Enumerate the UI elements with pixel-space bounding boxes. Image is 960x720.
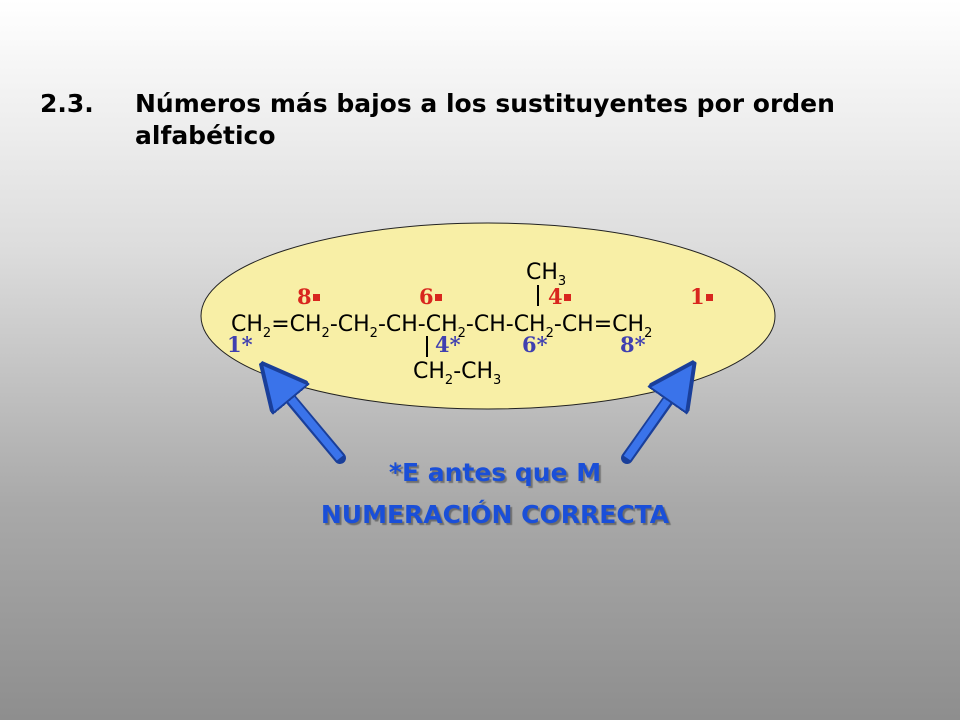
ethyl-branch: CH2-CH3 — [413, 359, 501, 388]
red-number-6: 6 — [419, 284, 434, 309]
subscript: 3 — [493, 373, 501, 388]
main-chain-formula: CH2=CH2-CH2-CH-CH2-CH-CH2-CH=CH2 — [231, 312, 652, 341]
red-numbering: 8 6 4 1 — [297, 284, 713, 309]
red-number-8: 8 — [297, 284, 312, 309]
formula-segment: -CH=CH — [554, 312, 644, 337]
right-arrow-fill — [623, 381, 681, 461]
highlight-ellipse — [200, 222, 776, 410]
left-arrow-fill — [276, 381, 344, 461]
formula-segment: CH — [526, 260, 558, 285]
blue-number-1: 1* — [227, 332, 253, 357]
blue-numbering: 1* 4* 6* 8* — [227, 332, 646, 357]
red-square-marker — [706, 294, 713, 301]
formula-segment: -CH — [453, 359, 493, 384]
formula-segment: =CH — [271, 312, 321, 337]
formula-segment: CH — [413, 359, 445, 384]
subscript: 2 — [644, 326, 652, 341]
red-square-marker — [435, 294, 442, 301]
formula-segment: -CH-CH — [378, 312, 458, 337]
subscript: 2 — [445, 373, 453, 388]
blue-number-4: 4* — [435, 332, 461, 357]
red-number-4: 4 — [548, 284, 563, 309]
subscript: 2 — [322, 326, 330, 341]
blue-number-6: 6* — [522, 332, 548, 357]
ethyl-formula: CH2-CH3 — [413, 359, 501, 388]
main-chain: CH2=CH2-CH2-CH-CH2-CH-CH2-CH=CH2 — [231, 312, 652, 341]
subscript: 3 — [558, 274, 566, 289]
section-number: 2.3. — [40, 89, 94, 118]
formula-segment: CH — [231, 312, 263, 337]
subscript: 2 — [370, 326, 378, 341]
methyl-branch: CH3 — [526, 260, 566, 289]
formula-segment: -CH-CH — [466, 312, 546, 337]
note-line-2: NUMERACIÓN CORRECTA — [320, 500, 670, 529]
subscript: 2 — [263, 326, 271, 341]
section-title: Números más bajos a los sustituyentes po… — [135, 89, 835, 150]
subscript: 2 — [546, 326, 554, 341]
red-square-marker — [313, 294, 320, 301]
methyl-formula: CH3 — [526, 260, 566, 289]
blue-number-8: 8* — [620, 332, 646, 357]
subscript: 2 — [458, 326, 466, 341]
formula-segment: -CH — [330, 312, 370, 337]
red-square-marker — [564, 294, 571, 301]
red-number-1: 1 — [690, 284, 705, 309]
note-line-1: *E antes que M — [388, 458, 602, 487]
